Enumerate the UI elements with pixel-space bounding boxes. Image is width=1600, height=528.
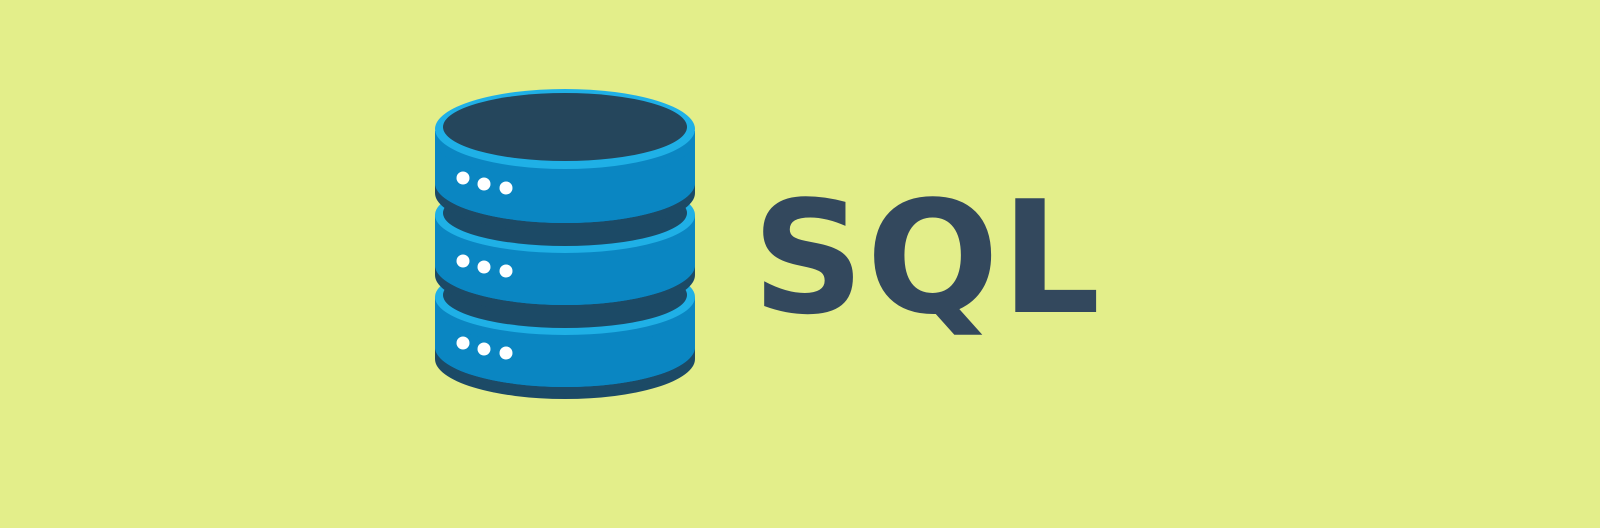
led-dot <box>499 264 513 278</box>
tier-front <box>435 225 695 305</box>
led-dot <box>477 177 491 191</box>
database-top-cap <box>443 93 687 161</box>
tier-front <box>435 307 695 387</box>
sql-wordmark: SQL <box>752 167 1103 349</box>
database-icon <box>435 89 695 399</box>
led-dot <box>499 346 513 360</box>
tier-front <box>435 141 695 223</box>
led-dot <box>499 181 513 195</box>
led-dot <box>477 260 491 274</box>
led-dot <box>477 342 491 356</box>
database-tier-top <box>435 89 695 233</box>
led-dot <box>456 336 470 350</box>
led-dot <box>456 171 470 185</box>
led-dot <box>456 254 470 268</box>
